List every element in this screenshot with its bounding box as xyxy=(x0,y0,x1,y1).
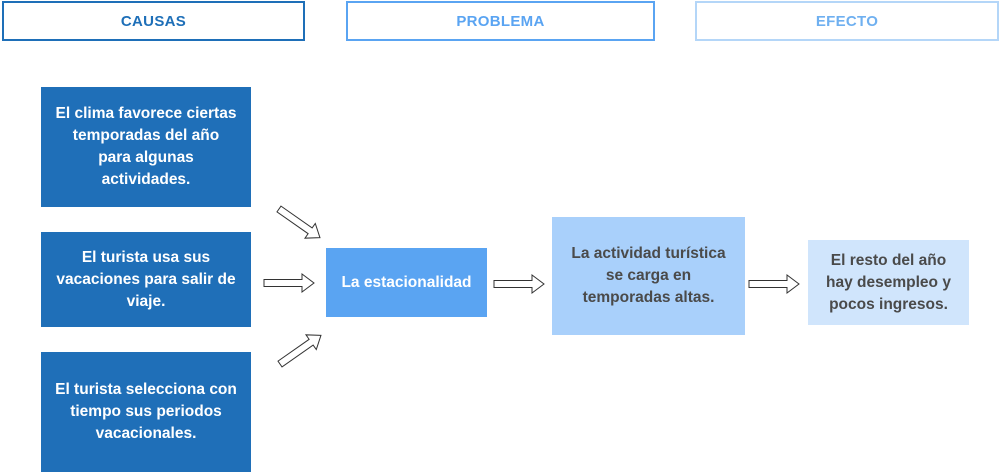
consequence-box: La actividad turística se carga en tempo… xyxy=(552,217,745,335)
header-efecto: EFECTO xyxy=(695,1,999,41)
effect-box: El resto del año hay desempleo y pocos i… xyxy=(808,240,969,325)
arrow-consequence-to-effect xyxy=(748,274,800,294)
arrow-cause2-to-problem xyxy=(263,273,315,293)
problem-box: La estacionalidad xyxy=(326,248,487,317)
cause-box-planning: El turista selecciona con tiempo sus per… xyxy=(41,352,251,472)
arrow-problem-to-consequence xyxy=(493,274,545,294)
arrow-cause3-to-problem xyxy=(277,334,322,368)
cause-box-climate: El clima favorece ciertas temporadas del… xyxy=(41,87,251,207)
arrow-cause1-to-problem xyxy=(276,205,321,239)
header-causas: CAUSAS xyxy=(2,1,305,41)
cause-box-vacations: El turista usa sus vacaciones para salir… xyxy=(41,232,251,327)
header-problema: PROBLEMA xyxy=(346,1,655,41)
